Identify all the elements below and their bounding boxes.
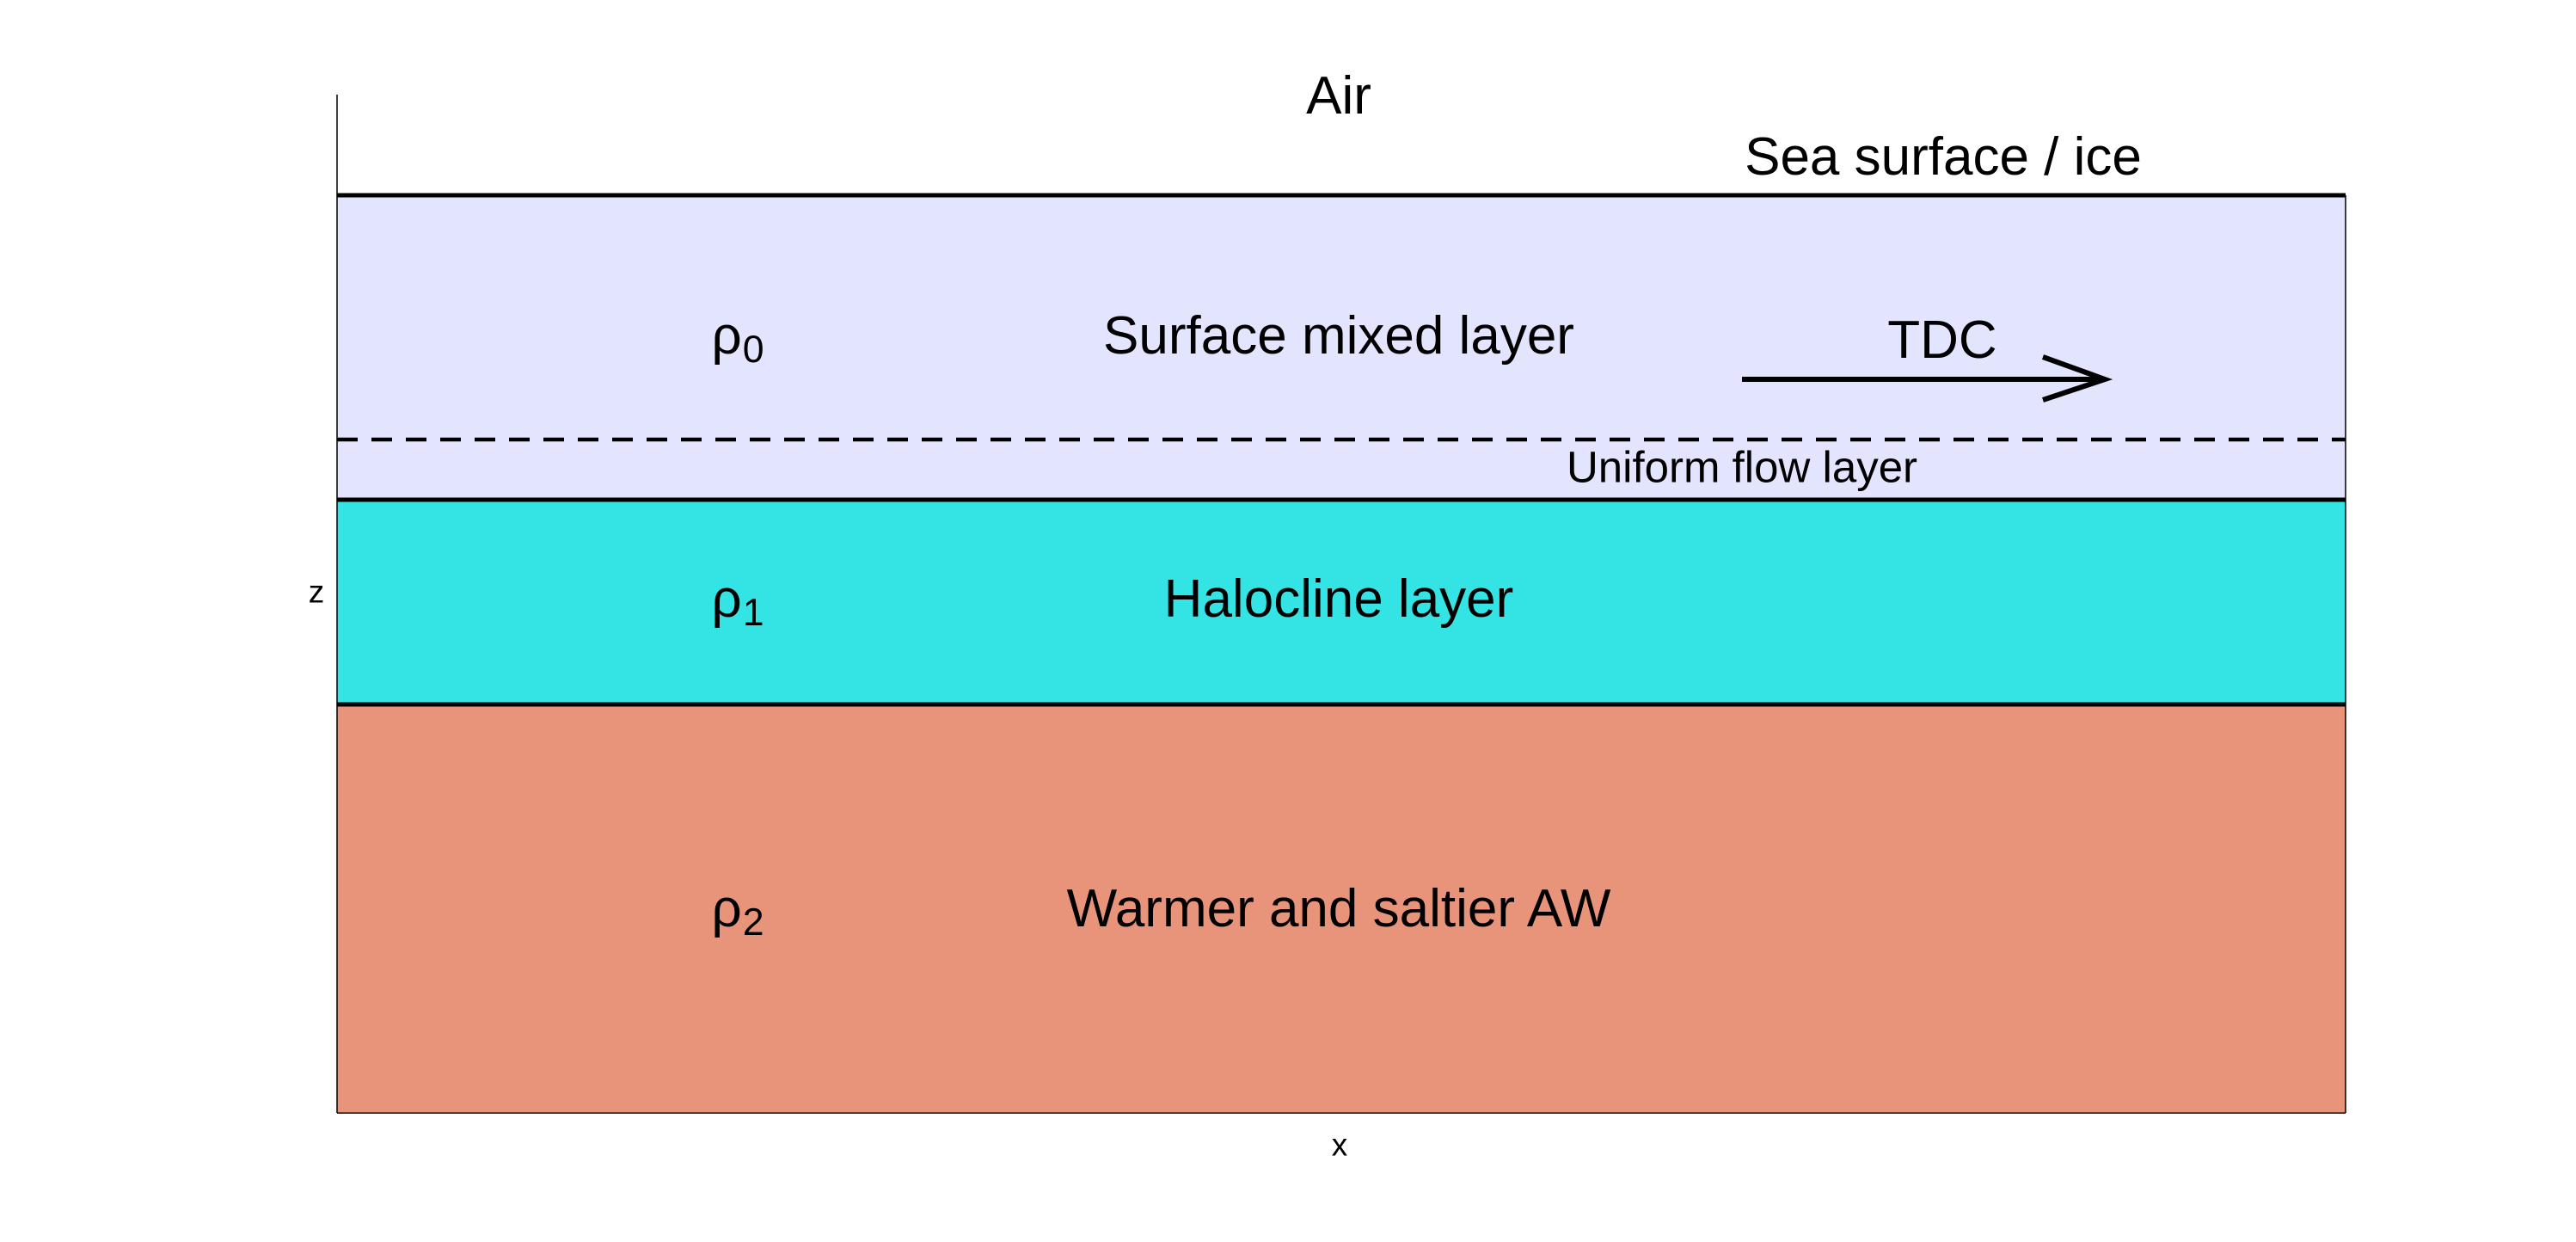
surface-mixed-layer-fill [337, 195, 2346, 500]
halocline-layer-label: Halocline layer [1163, 569, 1514, 629]
atlantic-water-layer-label: Warmer and saltier AW [1066, 879, 1611, 938]
halocline-layer-fill [337, 500, 2346, 704]
density-rho0-label: ρ0 [711, 306, 764, 371]
tdc-label: TDC [1887, 310, 1997, 370]
z-axis-label: z [308, 574, 325, 610]
uniform-flow-layer-label: Uniform flow layer [1566, 442, 1918, 492]
density-rho2-label: ρ2 [711, 879, 764, 944]
x-axis-label: x [1331, 1127, 1348, 1163]
sea-surface-label: Sea surface / ice [1745, 127, 2142, 187]
density-rho1-label: ρ1 [711, 569, 764, 634]
surface-mixed-layer-label: Surface mixed layer [1103, 306, 1574, 366]
air-label: Air [1306, 66, 1371, 126]
atlantic-water-layer-fill [337, 704, 2346, 1112]
tdc-arrow-icon [1742, 354, 2113, 403]
